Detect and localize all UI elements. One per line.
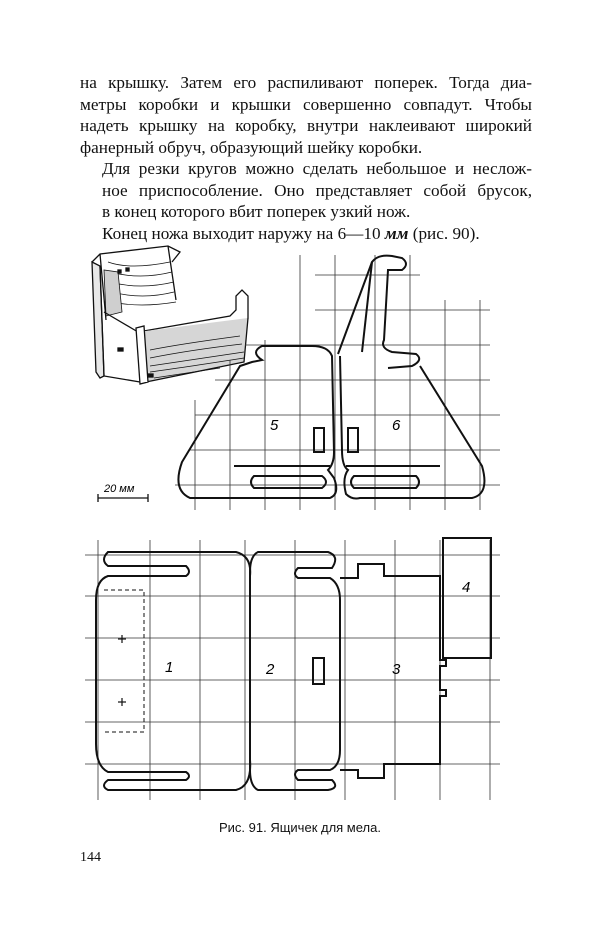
text-line: метры коробки и крышки совершенно совпад… <box>80 94 532 114</box>
scale-bar <box>97 494 149 502</box>
unit-mm: мм <box>384 223 409 243</box>
part-label-6: 6 <box>392 417 401 434</box>
page-number: 144 <box>80 850 101 865</box>
plus-marks <box>118 635 126 706</box>
paragraph-1: на крышку. Затем его распиливают поперек… <box>80 72 532 158</box>
text-line: на крышку. Затем его распиливают поперек… <box>80 73 532 92</box>
part-label-1: 1 <box>165 659 173 676</box>
pattern-parts-1-4 <box>95 537 492 791</box>
pattern-parts-5-6 <box>177 254 486 500</box>
text-line: Для резки кругов можно сделать небольшое… <box>102 159 532 178</box>
text-line: ное приспособление. Оно представляет соб… <box>102 180 532 200</box>
text-line: надеть крышку на коробку, внутри наклеив… <box>80 116 532 135</box>
bottom-pattern-grid <box>85 540 500 800</box>
body-text: на крышку. Затем его распиливают поперек… <box>80 72 532 244</box>
part-label-2: 2 <box>265 661 275 678</box>
text-line-start: Конец ножа выходит наружу на 6—10 <box>102 223 385 243</box>
paragraph-2: Для резки кругов можно сделать небольшое… <box>80 158 532 223</box>
part-label-3: 3 <box>392 661 401 678</box>
part-label-5: 5 <box>270 417 279 434</box>
paragraph-3: Конец ножа выходит наружу на 6—10 мм (ри… <box>80 223 532 245</box>
part-label-4: 4 <box>462 579 470 596</box>
scale-label: 20 мм <box>103 483 135 495</box>
figure-caption: Рис. 91. Ящичек для мела. <box>219 820 381 835</box>
text-line-end: (рис. 90). <box>408 223 480 243</box>
box-illustration <box>91 245 249 385</box>
top-pattern-grid <box>175 255 500 510</box>
text-line: фанерный обруч, образующий шейку коробки… <box>80 137 423 157</box>
text-line: в конец которого вбит поперек узкий нож. <box>102 202 411 221</box>
